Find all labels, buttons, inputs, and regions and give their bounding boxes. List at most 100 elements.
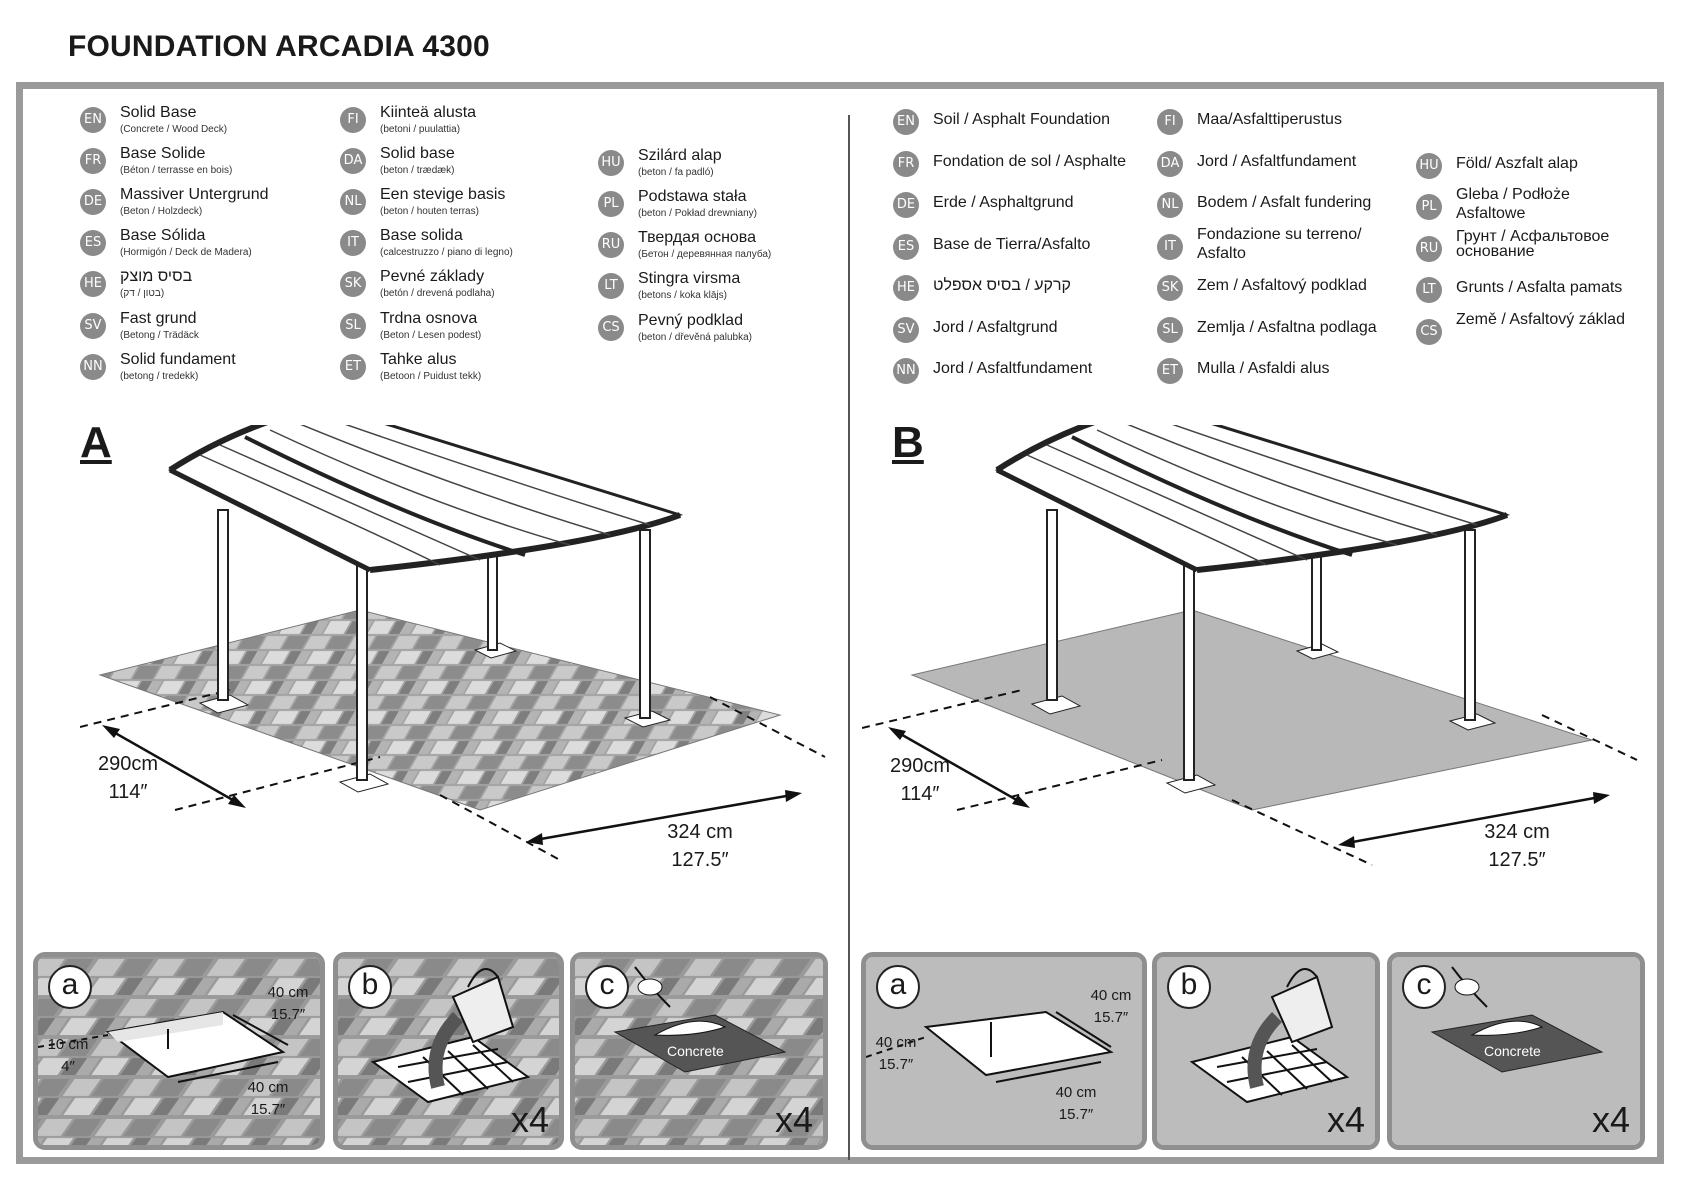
lang-name: Jord / Asfaltfundament — [933, 360, 1093, 377]
lang-badge: ET — [1157, 358, 1183, 384]
lang-badge: FR — [893, 151, 919, 177]
lang-sub: (Concrete / Wood Deck) — [120, 124, 228, 135]
lang-badge: HU — [598, 150, 624, 176]
lang-name: Pevné základy — [380, 268, 485, 285]
lang-name: Base solida — [380, 227, 463, 244]
lang-badge: NL — [1157, 192, 1183, 218]
lang-badge: ET — [340, 354, 366, 380]
lang-name: Erde / Asphaltgrund — [933, 194, 1074, 211]
lang-sub: (beton / trædæk) — [380, 165, 455, 176]
lang-name: Grunts / Asfalta pamats — [1456, 279, 1623, 296]
step-a-b-place-anchor: b x4 — [333, 952, 564, 1150]
lang-sub: (Betong / Trädäck — [120, 330, 199, 341]
lang-name: Jord / Asfaltfundament — [1197, 153, 1357, 170]
lang-name: Jord / Asfaltgrund — [933, 319, 1058, 336]
width-cm: 290cm — [97, 753, 159, 775]
panel-b-width-label: 290cm 114″ — [880, 752, 960, 808]
lang-name: קרקע / בסיס אספלט — [933, 277, 1071, 294]
lang-badge: ES — [80, 230, 106, 256]
lang-name: Fast grund — [120, 310, 197, 327]
lang-name: Fondazione su terreno/ Asfalto — [1197, 226, 1362, 262]
lang-badge: SK — [340, 271, 366, 297]
lang-name: Solid Base — [120, 104, 197, 121]
lang-name: Bodem / Asfalt fundering — [1197, 194, 1372, 211]
lang-sub: (betons / koka klājs) — [638, 290, 727, 301]
quantity-label: x4 — [774, 1099, 813, 1140]
lang-badge: CS — [1416, 319, 1442, 345]
page-title: FOUNDATION ARCADIA 4300 — [68, 30, 490, 63]
lang-name: Грунт / Асфальтовое основание — [1456, 228, 1610, 260]
instruction-frame — [16, 82, 1664, 1164]
lang-name: Soil / Asphalt Foundation — [933, 111, 1111, 128]
width-cm: 290cm — [889, 755, 951, 777]
lang-name: Solid base — [380, 145, 455, 162]
lang-name: Massiver Untergrund — [120, 186, 269, 203]
concrete-label: Concrete — [667, 1043, 724, 1059]
lang-name: Tahke alus — [380, 351, 457, 368]
lang-badge: NL — [340, 189, 366, 215]
lang-badge: RU — [598, 232, 624, 258]
lang-badge: ES — [893, 234, 919, 260]
lang-sub: (Бетон / деревянная палуба) — [638, 249, 772, 260]
lang-badge: IT — [340, 230, 366, 256]
lang-name: Zemlja / Asfaltna podlaga — [1197, 319, 1377, 336]
lang-badge: IT — [1157, 234, 1183, 260]
lang-sub: (בטון / דק) — [120, 288, 165, 299]
width-in: 114″ — [108, 781, 148, 803]
lang-name: Szilárd alap — [638, 147, 722, 164]
length-in: 127.5″ — [1488, 849, 1546, 871]
panel-b-letter: B — [892, 418, 924, 467]
step-a-c-finish-concrete: c Concrete x4 — [570, 952, 828, 1150]
lang-badge: DE — [80, 189, 106, 215]
lang-badge: PL — [598, 191, 624, 217]
lang-badge: FI — [1157, 109, 1183, 135]
lang-sub: (betong / tredekk) — [120, 371, 199, 382]
quantity-label: x4 — [510, 1099, 549, 1140]
lang-name: Kiinteä alusta — [380, 104, 477, 121]
lang-name: Een stevige basis — [380, 186, 506, 203]
lang-badge: NN — [80, 354, 106, 380]
width-in: 114″ — [900, 783, 940, 805]
lang-sub: (Betoon / Puidust tekk) — [380, 371, 482, 382]
panel-a-letter: A — [80, 418, 112, 467]
panel-b-length-label: 324 cm 127.5″ — [1472, 818, 1562, 874]
lang-badge: SV — [80, 313, 106, 339]
lang-name: Zem / Asfaltový podklad — [1197, 277, 1367, 294]
length-cm: 324 cm — [1484, 821, 1550, 843]
length-in: 127.5″ — [671, 849, 729, 871]
panel-a-width-label: 290cm 114″ — [88, 750, 168, 806]
lang-badge: FR — [80, 148, 106, 174]
step-label: c — [585, 965, 629, 1009]
concrete-label: Concrete — [1484, 1043, 1541, 1059]
lang-name: Podstawa stała — [638, 188, 747, 205]
lang-badge: CS — [598, 315, 624, 341]
lang-badge: DA — [1157, 151, 1183, 177]
lang-name: Maa/Asfalttiperustus — [1197, 111, 1342, 128]
length-cm: 324 cm — [667, 821, 733, 843]
lang-badge: SV — [893, 317, 919, 343]
lang-sub: (beton / fa padló) — [638, 167, 714, 178]
lang-badge: FI — [340, 107, 366, 133]
lang-sub: (beton / dřevěná palubka) — [638, 332, 752, 343]
lang-name: Föld/ Aszfalt alap — [1456, 155, 1578, 172]
lang-sub: (Béton / terrasse en bois) — [120, 165, 233, 176]
lang-badge: EN — [80, 107, 106, 133]
lang-sub: (beton / Pokład drewniany) — [638, 208, 757, 219]
lang-name: Base Solide — [120, 145, 206, 162]
lang-badge: LT — [1416, 277, 1442, 303]
step-label: a — [876, 965, 920, 1009]
lang-name: Твердая основа — [638, 229, 757, 246]
step-label: b — [1167, 965, 1211, 1009]
lang-name: Mulla / Asfaldi alus — [1197, 360, 1330, 377]
step-b-c-finish-concrete: c Concrete x4 — [1387, 952, 1645, 1150]
step-label: a — [48, 965, 92, 1009]
lang-badge: LT — [598, 273, 624, 299]
step-b-b-place-anchor: b x4 — [1152, 952, 1380, 1150]
lang-badge: SL — [340, 313, 366, 339]
anchor-pour-illustration — [338, 957, 559, 1145]
